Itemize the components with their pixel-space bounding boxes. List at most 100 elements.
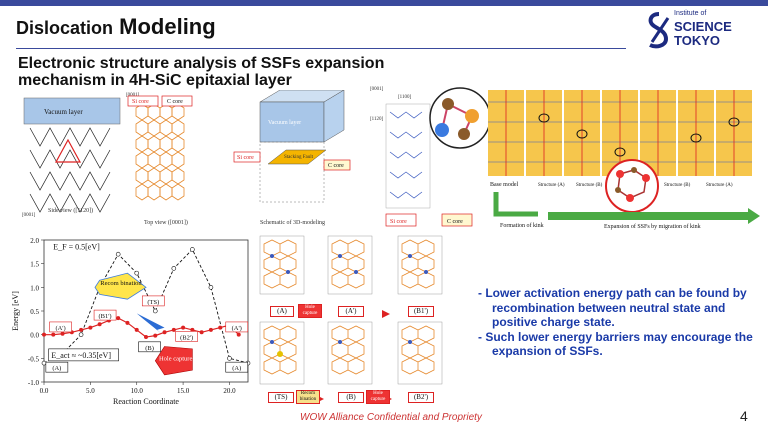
flow-state-b: (B) <box>338 392 364 403</box>
series-dashed-point-0 <box>41 360 47 366</box>
recombination-burst <box>94 272 147 300</box>
institute-logo-icon <box>648 12 670 49</box>
findings-list: - Lower activation energy path can be fo… <box>478 286 758 359</box>
structure-b-label: Structure (B) <box>576 183 603 188</box>
x-tick-label-0: 0.0 <box>40 387 49 395</box>
series-dashed-point-6 <box>152 308 158 314</box>
c-core-label-top: C core <box>167 99 183 105</box>
base-model-label: Base model <box>490 182 518 188</box>
top-accent-bar <box>0 0 768 6</box>
recombination-label: Recom bination <box>100 280 142 287</box>
flow-hole-capture-2: Hole capture <box>366 390 390 404</box>
series-red-point-12 <box>153 333 158 338</box>
series-red-point-8 <box>116 316 121 321</box>
base-lattice <box>389 111 423 199</box>
state-label-0: (A') <box>55 325 65 332</box>
series-red-point-18 <box>208 327 213 332</box>
slide-subtitle: Electronic structure analysis of SSFs ex… <box>18 55 385 89</box>
series-red-point-11 <box>144 335 148 340</box>
x-tick-label-4: 20.0 <box>223 387 236 395</box>
state-label-1: (B1') <box>99 313 112 320</box>
state-box-4 <box>175 331 198 342</box>
vacuum-layer-label: Vacuum layer <box>44 108 83 116</box>
axis-0001-label: [0001] <box>370 87 384 92</box>
ef-label: E_F = 0.5[eV] <box>53 242 100 251</box>
series-dashed-line <box>43 248 249 364</box>
state-label-6: (A) <box>52 365 61 372</box>
y-tick-label-5: 1.5 <box>30 261 39 269</box>
stacking-fault-label: Stacking Fault <box>284 155 314 160</box>
structure-a-label: Structure (A) <box>538 183 565 188</box>
si-core-label-top: Si core <box>132 99 149 105</box>
structure-b2-label: Structure (B) <box>664 183 691 188</box>
series-dashed-point-10 <box>227 356 232 361</box>
title-small: Dislocation <box>16 18 114 38</box>
x-tick-label-1: 5.0 <box>86 387 95 395</box>
series-red-point-21 <box>236 332 241 337</box>
flow-state-a: (A) <box>270 306 294 317</box>
state-box-0 <box>49 321 72 333</box>
molecule-inset <box>429 87 491 149</box>
x-axis-label: Reaction Coordinate <box>113 397 179 406</box>
title-big: Modeling <box>119 14 216 39</box>
si-core-label-right: Si core <box>390 219 407 225</box>
series-dashed-point-8 <box>190 247 195 252</box>
y-tick-label-1: -0.5 <box>28 355 40 363</box>
series-red-line <box>44 317 240 338</box>
eact-label: E_act ≈ ~0.35[eV] <box>51 351 111 360</box>
eact-box <box>48 348 119 362</box>
structure-figure-right: [0001] [1100] [1120] Si core C core <box>370 87 760 230</box>
series-red-point-1 <box>51 332 56 337</box>
y-tick-label-4: 1.0 <box>30 284 39 292</box>
svg-text:[0001]: [0001] <box>126 93 140 98</box>
caption-top-view: Top view ([0001]) <box>144 219 188 226</box>
title-divider <box>16 48 626 49</box>
axis-1100-label: [1100] <box>398 95 411 100</box>
flow-state-b1-prime: (B1') <box>408 306 434 317</box>
series-red-point-0 <box>42 332 46 337</box>
series-red-point-6 <box>97 322 102 327</box>
state-box-5 <box>225 321 249 333</box>
series-dashed-point-2 <box>78 332 84 337</box>
structure-a2-label: Structure (A) <box>706 183 733 188</box>
series-red-point-15 <box>181 325 186 330</box>
page-number: 4 <box>740 408 748 424</box>
state-box-7 <box>225 361 249 373</box>
c-core-label-3d: C core <box>328 163 344 169</box>
flow-state-a-prime: (A') <box>338 306 364 317</box>
slide-title: Dislocation Modeling <box>16 14 216 40</box>
si-core-label-3d: Si core <box>237 155 254 161</box>
finding-item-2: - Such lower energy barriers may encoura… <box>478 329 753 359</box>
flow-recombination: Recom bination <box>296 390 320 404</box>
series-red-point-4 <box>79 327 84 332</box>
y-tick-label-0: -1.0 <box>28 379 40 387</box>
svg-text:[0001]: [0001] <box>22 213 36 218</box>
arrow-blue <box>136 313 165 335</box>
y-axis-label: Energy [eV] <box>11 291 20 331</box>
axis-1120-label: [1120] <box>370 117 383 122</box>
flow-state-ts: (TS) <box>268 392 294 403</box>
hole-capture-label: Hole capture <box>159 356 193 363</box>
finding-item-1: - Lower activation energy path can be fo… <box>478 286 747 329</box>
x-tick-label-2: 10.0 <box>131 387 144 395</box>
series-red-point-5 <box>88 325 93 330</box>
flow-hole-capture: Hole capture <box>298 304 322 318</box>
state-label-4: (B2') <box>180 334 193 341</box>
state-label-7: (A) <box>232 365 241 372</box>
y-tick-label-3: 0.5 <box>30 308 39 316</box>
footer-confidential: WOW Alliance Confidential and Propriety <box>300 412 482 423</box>
logo-line-2: SCIENCE <box>674 19 732 34</box>
x-tick-label-3: 15.0 <box>177 387 190 395</box>
institute-logo: Institute of SCIENCE TOKYO <box>646 10 758 50</box>
series-dashed-point-9 <box>208 285 214 290</box>
series-dashed-point-5 <box>134 270 140 276</box>
expansion-label: Expansion of SSFs by migration of kink <box>604 223 701 230</box>
state-box-1 <box>93 309 117 321</box>
structure-figure-left: Vacuum layer [0001] Side view ([1120]) [… <box>22 90 351 226</box>
series-dashed-point-7 <box>171 266 177 271</box>
c-core-label-right: C core <box>447 219 463 225</box>
state-box-6 <box>45 361 69 373</box>
series-red-point-16 <box>190 327 195 332</box>
top-view-lattice <box>135 103 185 201</box>
